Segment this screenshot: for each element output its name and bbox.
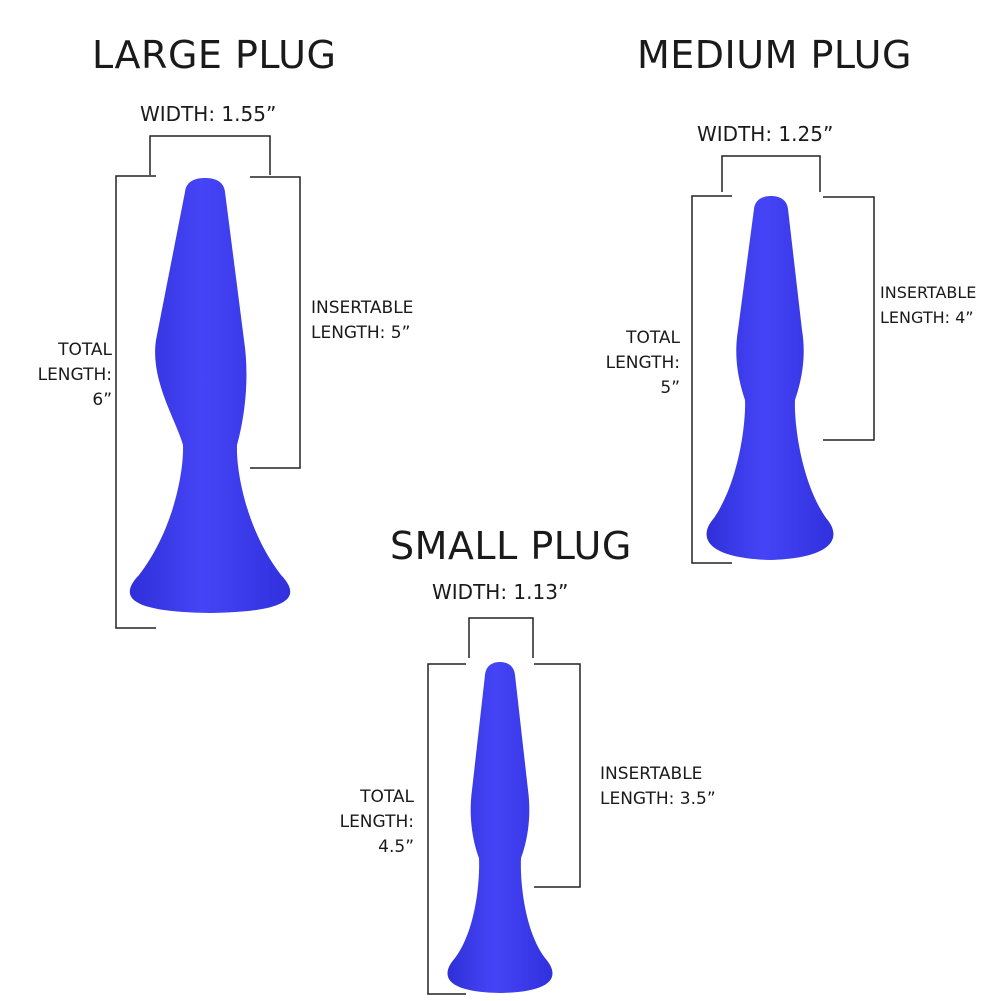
large-total-line-1: TOTAL xyxy=(58,340,112,360)
medium-total-line-2: LENGTH: xyxy=(605,353,680,373)
large-plug-group xyxy=(115,135,301,629)
medium-insertable-line-1: INSERTABLE xyxy=(880,283,977,302)
small-plug-group xyxy=(427,617,581,995)
small-width-bracket xyxy=(468,617,534,658)
medium-insertable-line-2: LENGTH: 4” xyxy=(880,308,974,327)
small-total-line-1: TOTAL xyxy=(360,787,414,807)
small-total-bracket xyxy=(427,663,466,995)
large-insertable-length-label: INSERTABLE LENGTH: 5” xyxy=(311,296,413,346)
large-insertable-line-1: INSERTABLE xyxy=(311,298,414,318)
large-total-length-label: TOTAL LENGTH: 6” xyxy=(20,338,112,413)
large-total-line-2: LENGTH: xyxy=(37,365,112,385)
large-plug-title: LARGE PLUG xyxy=(92,33,337,77)
medium-total-line-1: TOTAL xyxy=(626,328,680,348)
large-width-bracket xyxy=(149,135,271,175)
small-width-label: WIDTH: 1.13” xyxy=(432,580,569,604)
small-total-line-3: 4.5” xyxy=(378,837,414,857)
medium-total-bracket xyxy=(691,195,732,564)
large-insertable-line-2: LENGTH: 5” xyxy=(311,323,411,343)
medium-width-label: WIDTH: 1.25” xyxy=(697,122,834,146)
small-insertable-line-2: LENGTH: 3.5” xyxy=(600,789,716,809)
large-insertable-bracket xyxy=(250,176,301,469)
medium-total-line-3: 5” xyxy=(660,378,680,398)
small-insertable-bracket xyxy=(534,663,581,888)
medium-plug-group xyxy=(691,155,875,564)
small-insertable-length-label: INSERTABLE LENGTH: 3.5” xyxy=(600,762,716,812)
large-plug-shape xyxy=(129,178,291,613)
medium-insertable-bracket xyxy=(823,196,875,441)
large-width-label: WIDTH: 1.55” xyxy=(140,102,277,126)
large-total-line-3: 6” xyxy=(92,390,112,410)
medium-plug-title: MEDIUM PLUG xyxy=(637,33,912,77)
small-plug-title: SMALL PLUG xyxy=(390,524,632,568)
medium-plug-shape xyxy=(706,196,834,560)
small-plug-shape xyxy=(447,662,553,993)
medium-total-length-label: TOTAL LENGTH: 5” xyxy=(590,326,680,401)
medium-insertable-length-label: INSERTABLE LENGTH: 4” xyxy=(880,280,976,330)
small-total-line-2: LENGTH: xyxy=(339,812,414,832)
small-insertable-line-1: INSERTABLE xyxy=(600,764,703,784)
large-total-bracket xyxy=(115,175,156,629)
medium-width-bracket xyxy=(721,155,821,192)
small-total-length-label: TOTAL LENGTH: 4.5” xyxy=(320,785,414,860)
